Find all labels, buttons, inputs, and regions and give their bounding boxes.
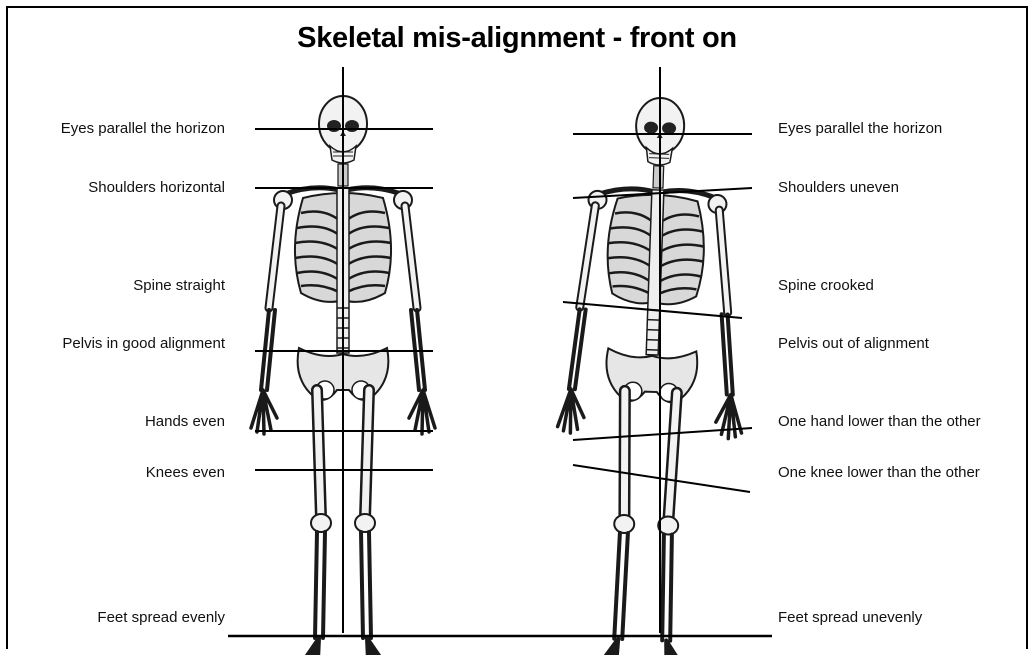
right-line-hands <box>573 428 752 440</box>
right-skeleton <box>549 95 753 655</box>
right-line-knees <box>573 465 750 492</box>
